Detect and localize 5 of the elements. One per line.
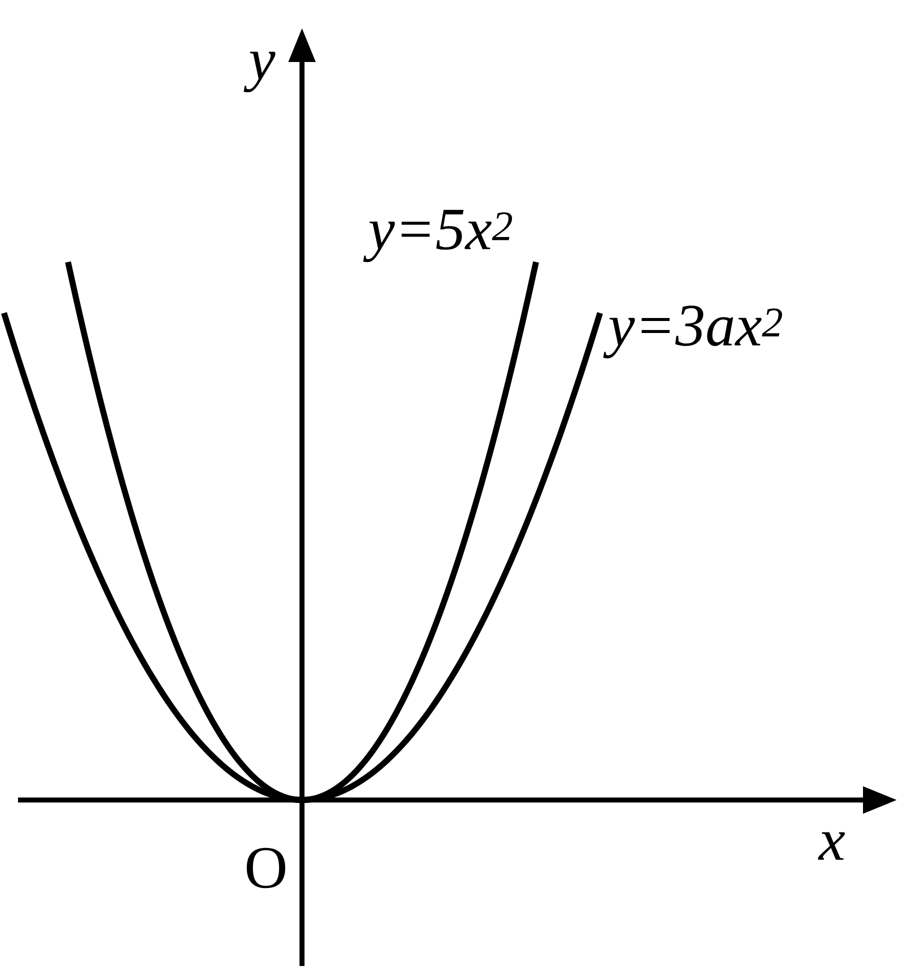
curve-label: y=3ax$^{2}$ xyxy=(603,306,782,358)
axis-label: x xyxy=(818,832,845,860)
origin-label: O xyxy=(246,848,286,888)
axis-label: y xyxy=(244,52,276,92)
curve-label: y=5x$^{2}$ xyxy=(363,210,512,262)
